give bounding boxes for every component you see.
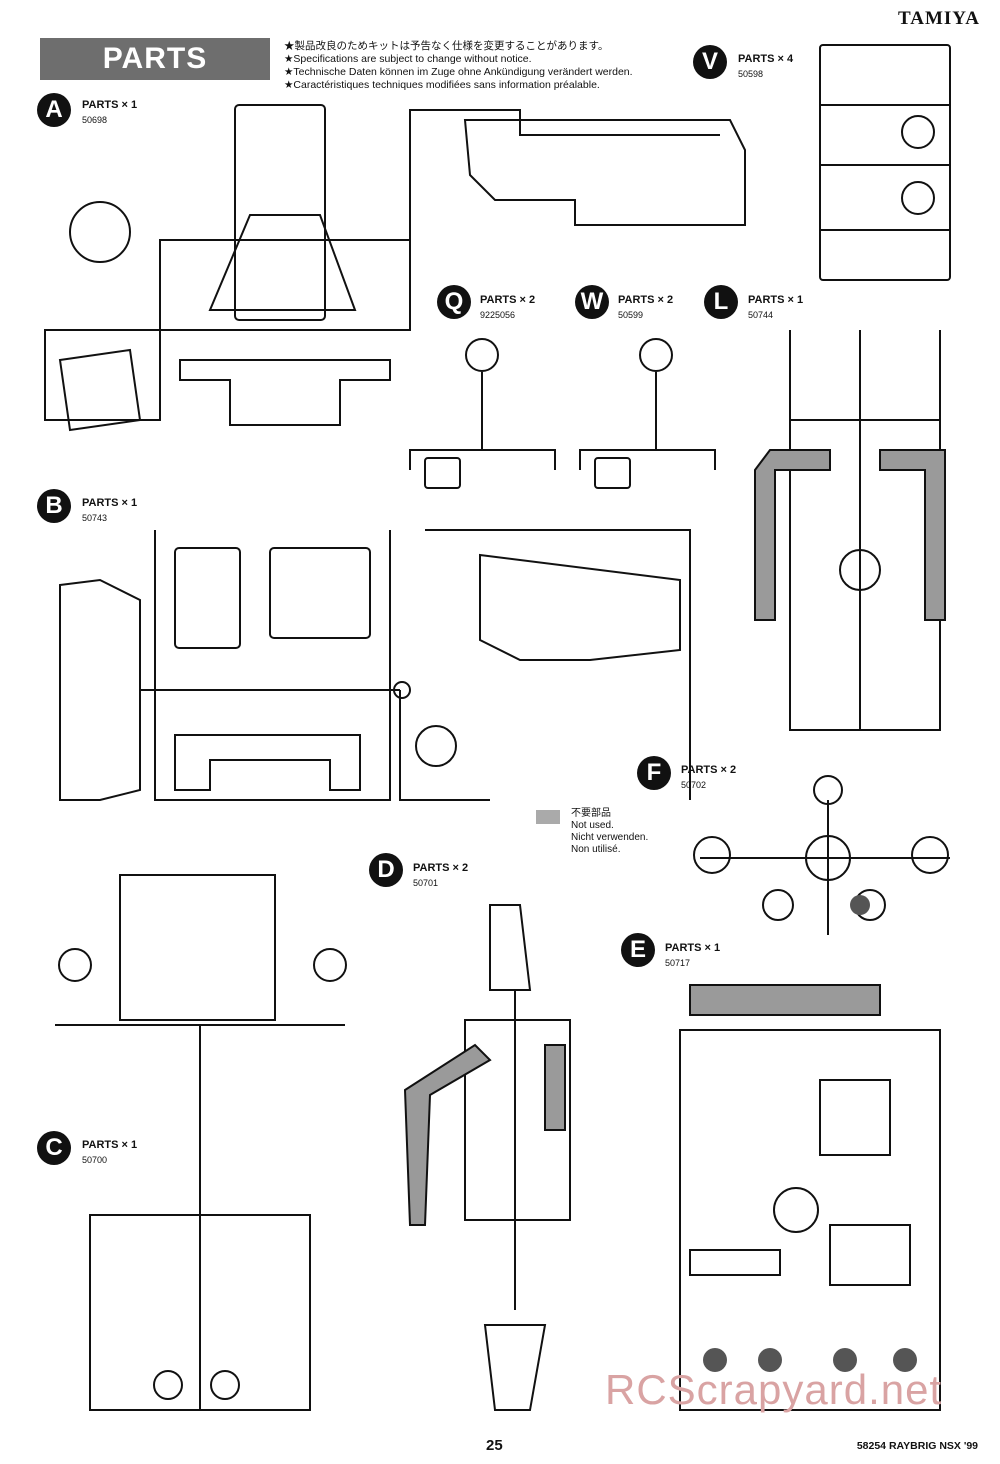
tree-e-badge: E xyxy=(621,933,655,967)
tree-w-label: PARTS × 2 xyxy=(618,294,674,306)
model-name: 58254 RAYBRIG NSX '99 xyxy=(856,1440,978,1452)
tree-l-label: PARTS × 1 xyxy=(748,294,804,306)
tree-d-badge: D xyxy=(369,853,403,887)
tree-v-number: 50598 xyxy=(738,69,764,79)
tree-q-badge: Q xyxy=(437,285,471,319)
watermark: RCScrapyard.net xyxy=(605,1366,943,1413)
spec-note-jp: ★製品改良のためキットは予告なく仕様を変更することがあります。 xyxy=(284,40,609,52)
tree-a-number: 50698 xyxy=(82,115,108,125)
tree-a-label: PARTS × 1 xyxy=(82,99,138,111)
not-used-swatch xyxy=(536,810,560,824)
tree-b-label: PARTS × 1 xyxy=(82,497,138,509)
tree-c-badge: C xyxy=(37,1131,71,1165)
spec-note-en: ★Specifications are subject to change wi… xyxy=(284,53,532,65)
tree-w-badge: W xyxy=(575,285,609,319)
not-used-en: Not used. xyxy=(571,820,614,831)
tree-d-number: 50701 xyxy=(413,878,439,888)
tree-v-label: PARTS × 4 xyxy=(738,53,794,65)
spec-notes: ★製品改良のためキットは予告なく仕様を変更することがあります。 ★Specifi… xyxy=(284,40,633,92)
not-used-jp: 不要部品 xyxy=(571,808,611,819)
tree-w-number: 50599 xyxy=(618,310,644,320)
brand-logo: TAMIYA xyxy=(897,8,980,29)
tree-f-label: PARTS × 2 xyxy=(681,764,737,776)
tree-a-badge: A xyxy=(37,93,71,127)
spec-note-fr: ★Caractéristiques techniques modifiées s… xyxy=(284,79,600,91)
tree-c-number: 50700 xyxy=(82,1155,108,1165)
tree-d-label: PARTS × 2 xyxy=(413,862,469,874)
page-number: 25 xyxy=(486,1437,503,1454)
not-used-legend: 不要部品 Not used. Nicht verwenden. Non util… xyxy=(571,808,648,856)
tree-e-number: 50717 xyxy=(665,958,691,968)
not-used-de: Nicht verwenden. xyxy=(571,832,649,843)
not-used-fr: Non utilisé. xyxy=(571,844,621,855)
tree-b-number: 50743 xyxy=(82,513,108,523)
spec-note-de: ★Technische Daten können im Zuge ohne An… xyxy=(284,66,633,78)
tree-f-badge: F xyxy=(637,756,671,790)
tree-q-label: PARTS × 2 xyxy=(480,294,536,306)
tree-v-badge: V xyxy=(693,45,727,79)
tree-l-badge: L xyxy=(704,285,738,319)
tree-q-number: 9225056 xyxy=(480,310,516,320)
tree-c-label: PARTS × 1 xyxy=(82,1139,138,1151)
tree-b-badge: B xyxy=(37,489,71,523)
tree-f-number: 50702 xyxy=(681,780,707,790)
tree-e-label: PARTS × 1 xyxy=(665,942,721,954)
tree-l-number: 50744 xyxy=(748,310,774,320)
parts-banner: PARTS xyxy=(40,38,270,80)
